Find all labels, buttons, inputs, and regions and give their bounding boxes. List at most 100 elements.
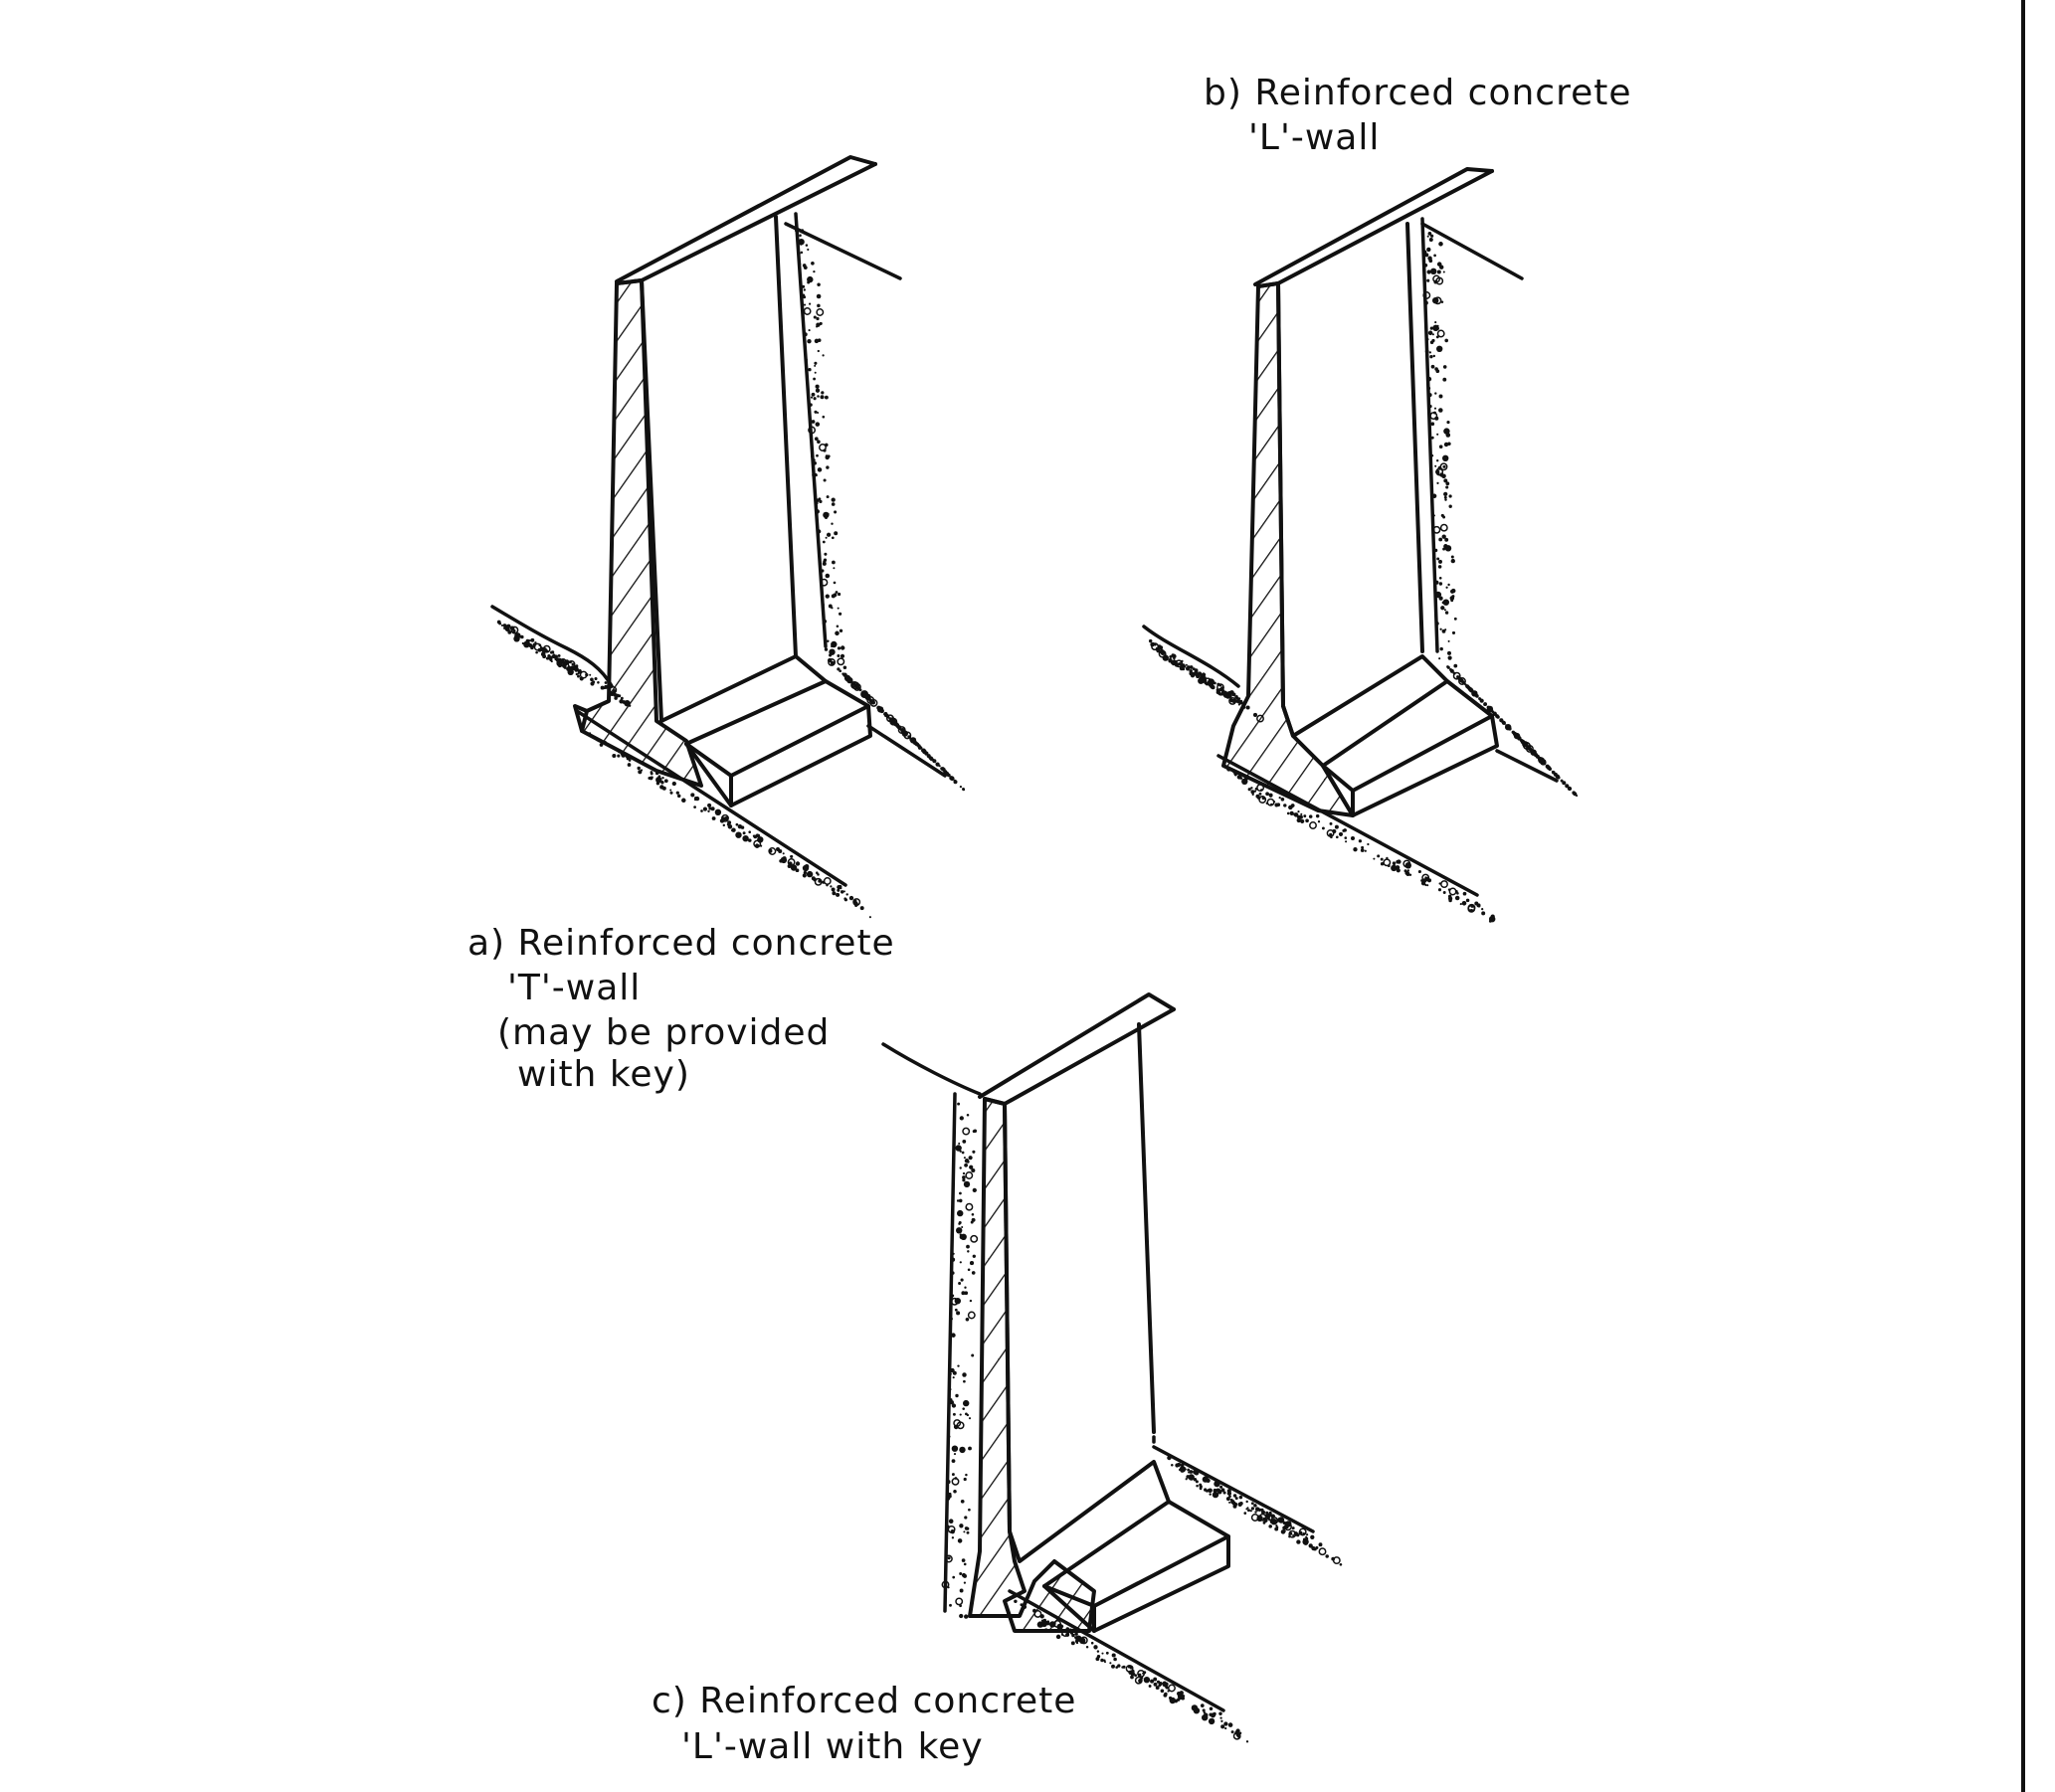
caption-a-line-3: (may be provided bbox=[497, 1012, 830, 1053]
soil-dot bbox=[1451, 595, 1455, 599]
soil-dot bbox=[1186, 1475, 1191, 1479]
soil-dot bbox=[509, 626, 515, 631]
soil-dot bbox=[1235, 1728, 1240, 1733]
soil-dot bbox=[841, 645, 845, 650]
soil-dot bbox=[907, 735, 910, 738]
soil-dot bbox=[825, 516, 828, 520]
soil-dot bbox=[1433, 407, 1437, 410]
soil-dot bbox=[1431, 333, 1434, 336]
soil-dot bbox=[954, 1308, 958, 1312]
soil-dot bbox=[1428, 351, 1432, 354]
soil-dot bbox=[1334, 824, 1339, 829]
soil-dot bbox=[1213, 1488, 1217, 1493]
soil-dot bbox=[1438, 582, 1443, 586]
soil-dot bbox=[1439, 523, 1448, 532]
soil-dot bbox=[1373, 857, 1376, 860]
soil-dot bbox=[959, 785, 963, 789]
soil-dot bbox=[1250, 787, 1253, 790]
soil-dot bbox=[1273, 801, 1276, 804]
soil-dot bbox=[1274, 1526, 1279, 1531]
soil-dot bbox=[1163, 1693, 1168, 1698]
soil-dot bbox=[754, 843, 760, 848]
soil-dot bbox=[1070, 1641, 1075, 1646]
soil-dot bbox=[1138, 1678, 1143, 1684]
soil-dot bbox=[1475, 694, 1479, 698]
soil-dot bbox=[837, 607, 840, 610]
soil-dot bbox=[1465, 684, 1470, 689]
soil-dot bbox=[1178, 1693, 1182, 1696]
soil-dot bbox=[1286, 811, 1290, 815]
soil-dot bbox=[1243, 1512, 1247, 1515]
soil-dot bbox=[803, 307, 812, 315]
soil-dot bbox=[1367, 842, 1370, 846]
soil-dot bbox=[1388, 864, 1391, 867]
soil-dot bbox=[920, 747, 923, 750]
soil-dot bbox=[1467, 903, 1476, 912]
soil-dot bbox=[946, 772, 949, 775]
soil-dot bbox=[1433, 254, 1436, 258]
soil-dot bbox=[1429, 234, 1434, 238]
soil-dot bbox=[650, 772, 654, 776]
soil-dot bbox=[1241, 781, 1245, 785]
soil-dot bbox=[802, 873, 807, 878]
soil-dot bbox=[831, 536, 835, 540]
soil-dot bbox=[963, 1581, 967, 1584]
soil-dot bbox=[835, 591, 839, 594]
soil-dot bbox=[1557, 776, 1561, 780]
soil-dot bbox=[968, 1417, 972, 1420]
soil-dot bbox=[604, 681, 608, 684]
soil-dot bbox=[889, 717, 893, 722]
soil-dot bbox=[779, 858, 783, 863]
soil-dot bbox=[514, 633, 517, 636]
soil-dot bbox=[961, 1558, 966, 1562]
soil-dot bbox=[832, 560, 836, 565]
soil-dot bbox=[578, 668, 582, 672]
soil-dot bbox=[1134, 1674, 1137, 1678]
soil-dot bbox=[953, 780, 958, 785]
soil-dot bbox=[1360, 848, 1365, 852]
soil-dot bbox=[951, 1333, 956, 1338]
soil-dot bbox=[1296, 1533, 1300, 1537]
soil-dot bbox=[1383, 858, 1392, 867]
soil-dot bbox=[817, 282, 821, 287]
soil-dot bbox=[1245, 1500, 1248, 1504]
soil-dot bbox=[1343, 828, 1347, 832]
soil-dot bbox=[1274, 803, 1279, 807]
soil-dot bbox=[1260, 1510, 1266, 1515]
soil-dot bbox=[827, 639, 830, 643]
soil-dot bbox=[813, 877, 817, 882]
soil-dot bbox=[1546, 765, 1552, 771]
soil-dot bbox=[1309, 821, 1317, 829]
soil-dot bbox=[1220, 689, 1224, 692]
soil-dot bbox=[1121, 1666, 1124, 1669]
soil-dot bbox=[694, 796, 700, 802]
soil-dot bbox=[1443, 478, 1448, 483]
soil-dot bbox=[1169, 1697, 1177, 1704]
soil-dot bbox=[1150, 1679, 1155, 1684]
soil-dot bbox=[823, 448, 827, 452]
soil-dot bbox=[824, 552, 828, 556]
soil-dot bbox=[1250, 1507, 1255, 1511]
soil-dot bbox=[831, 497, 836, 502]
soil-dot bbox=[965, 1412, 968, 1416]
soil-dot bbox=[1454, 889, 1458, 893]
soil-dot bbox=[1500, 719, 1504, 723]
soil-dot bbox=[819, 499, 823, 504]
soil-dot bbox=[802, 864, 810, 872]
soil-dot bbox=[956, 1227, 963, 1234]
soil-dot bbox=[971, 1271, 976, 1275]
soil-dot bbox=[1441, 473, 1446, 479]
soil-dot bbox=[1434, 321, 1437, 324]
soil-dot bbox=[970, 1234, 979, 1243]
soil-dot bbox=[831, 887, 836, 892]
soil-dot bbox=[829, 648, 836, 655]
soil-dot bbox=[1426, 247, 1431, 253]
soil-dot bbox=[1429, 355, 1433, 359]
soil-dot bbox=[1175, 662, 1180, 667]
soil-dot bbox=[800, 243, 803, 246]
soil-dot bbox=[963, 1399, 970, 1407]
soil-dot bbox=[799, 234, 802, 237]
soil-dot bbox=[816, 293, 822, 299]
soil-dot bbox=[952, 1376, 955, 1379]
soil-dot bbox=[693, 806, 696, 808]
